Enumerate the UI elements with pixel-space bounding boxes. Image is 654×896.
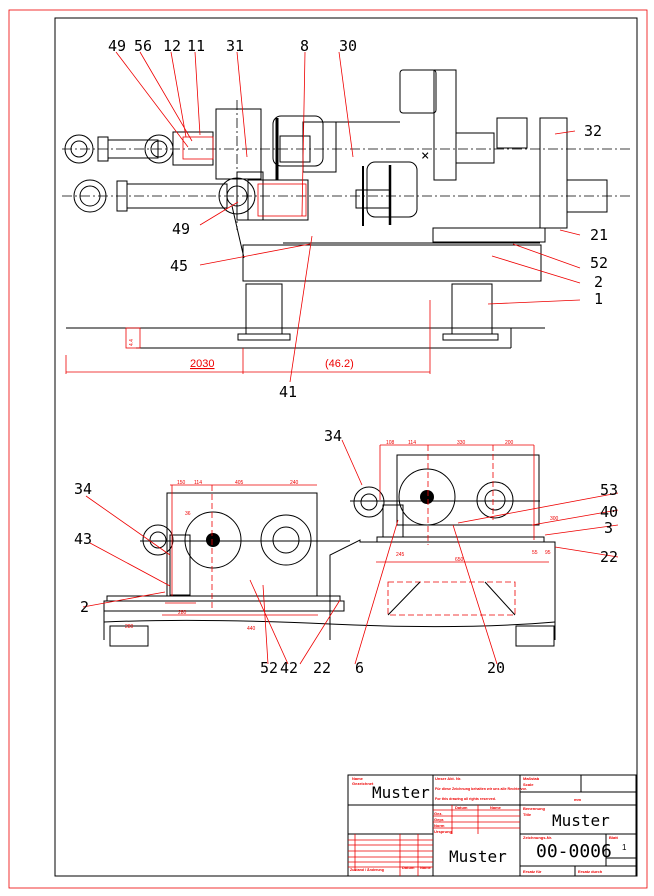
sheet-number: 1	[622, 843, 627, 852]
balloon-3: 3	[604, 519, 613, 537]
dim-r330: 330	[457, 440, 466, 446]
dim-r245: 245	[396, 552, 405, 558]
balloon-2: 2	[594, 273, 603, 291]
row-norm: Norm	[434, 823, 445, 828]
drawing-number: 00-0006	[536, 841, 612, 862]
balloon-43: 43	[74, 530, 92, 548]
name-label: Name	[352, 776, 364, 781]
row-checked: Gepr.	[434, 817, 444, 822]
sheet-label: Blatt	[609, 835, 619, 840]
balloon-34-right: 34	[324, 427, 342, 445]
title-label: Benennung	[523, 806, 546, 811]
revision-label: Zustand / Änderung	[350, 868, 384, 872]
scale-label: Maßstab	[523, 776, 540, 781]
front-view: 150 114 405 240 36 280 440 280 108 114 3…	[74, 427, 619, 677]
balloon-52: 52	[590, 254, 608, 272]
dim-2030: 2030	[190, 358, 214, 370]
owner-label: Gezeichnet	[352, 781, 374, 786]
balloon-6: 6	[355, 659, 364, 677]
balloon-41: 41	[279, 383, 297, 401]
balloon-12: 12	[163, 37, 181, 55]
title-block: Name Gezeichnet Muster Unser Akt. Nr. Fü…	[347, 774, 637, 877]
revision-date-label: Datum	[402, 865, 415, 870]
title-value: Muster	[552, 811, 610, 830]
balloon-49-lower: 49	[172, 220, 190, 238]
dim-46-2: (46.2)	[325, 358, 354, 370]
balloon-56: 56	[134, 37, 152, 55]
dim-l240: 240	[290, 480, 299, 486]
balloon-22-left: 22	[313, 659, 331, 677]
balloon-1: 1	[594, 290, 603, 308]
balloon-40: 40	[600, 503, 618, 521]
dim-l405: 405	[235, 480, 244, 486]
balloon-11: 11	[187, 37, 205, 55]
center-value: Muster	[449, 847, 507, 866]
revision-name-label: Name	[420, 865, 432, 870]
row-origin: Ursprung	[434, 829, 453, 834]
balloon-31: 31	[226, 37, 244, 55]
balloon-21: 21	[590, 226, 608, 244]
copyright-2: Für diese Zeichnung behalten wir uns all…	[435, 787, 527, 791]
dim-l114: 114	[194, 480, 202, 486]
dim-r300: 300	[550, 516, 559, 522]
dim-l280-b: 280	[125, 624, 134, 630]
replaces-label: Ersatz für	[523, 869, 542, 874]
dim-l280: 280	[178, 610, 187, 616]
balloon-42: 42	[280, 659, 298, 677]
dim-r650: 650	[455, 557, 464, 563]
replaced-by-label: Ersatz durch	[578, 869, 603, 874]
dim-r108: 108	[386, 440, 395, 446]
drawing-no-label: Zeichnungs-Nr.	[523, 835, 552, 840]
unit: mm	[574, 797, 582, 802]
dim-l440: 440	[247, 626, 256, 632]
balloon-8: 8	[300, 37, 309, 55]
dim-l36: 36	[185, 511, 191, 517]
balloon-49: 49	[108, 37, 126, 55]
top-view: × 2030 (46.2) 4.4 49 56 12 11 31 8 30 32…	[62, 37, 630, 401]
balloon-34-left: 34	[74, 480, 92, 498]
balloon-45: 45	[170, 257, 188, 275]
copyright-3: For this drawing all rights reserved.	[435, 797, 496, 801]
title-sub: Title	[523, 812, 532, 817]
dim-r200: 200	[505, 440, 514, 446]
balloon-20: 20	[487, 659, 505, 677]
dim-r114: 114	[408, 440, 416, 446]
balloon-53: 53	[600, 481, 618, 499]
dim-r95: 95	[545, 550, 551, 556]
owner-value: Muster	[372, 783, 430, 802]
name-col-label: Name	[490, 805, 502, 810]
scale-sub: Scale	[523, 782, 534, 787]
date-col-label: Datum	[455, 805, 468, 810]
row-drawn: Gez.	[434, 811, 442, 816]
copyright-1: Unser Akt. Nr.	[435, 776, 461, 781]
balloon-32: 32	[584, 122, 602, 140]
dim-4-4: 4.4	[129, 339, 135, 346]
outer-frame	[8, 9, 648, 889]
dim-r55: 55	[532, 550, 538, 556]
balloon-2-front: 2	[80, 598, 89, 616]
balloon-22-right: 22	[600, 548, 618, 566]
inner-frame	[54, 17, 638, 877]
svg-text:×: ×	[421, 148, 429, 164]
balloon-52-front: 52	[260, 659, 278, 677]
balloon-30: 30	[339, 37, 357, 55]
dim-l150: 150	[177, 480, 186, 486]
